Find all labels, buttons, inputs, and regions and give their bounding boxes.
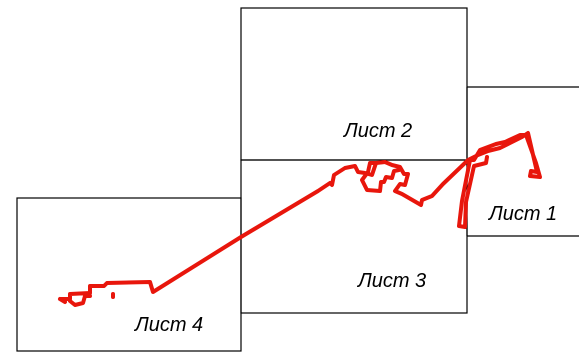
sheet-3-frame[interactable] [240, 159, 468, 314]
route-line [58, 131, 542, 307]
sheet-4-frame[interactable] [16, 197, 242, 352]
sheet-1-label: Лист 1 [487, 203, 557, 225]
sheet-2-label: Лист 2 [342, 120, 412, 142]
sheet-4-label: Лист 4 [133, 314, 203, 336]
sheet-3-label: Лист 3 [356, 270, 426, 292]
